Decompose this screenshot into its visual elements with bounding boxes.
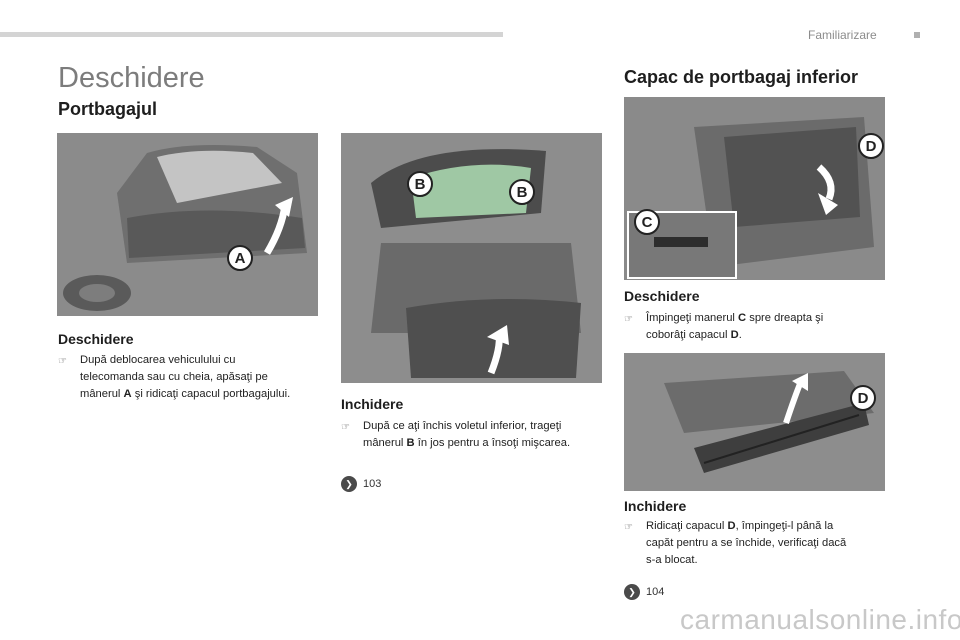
- callout-d-open: D: [858, 133, 884, 159]
- bullet-open-trunk: ☞ După deblocarea vehiculului cu telecom…: [58, 354, 291, 400]
- page-title: Deschidere: [58, 62, 205, 94]
- bullet-arrow-icon: ☞: [341, 422, 350, 433]
- photo-tailgate-handle: A: [57, 133, 318, 316]
- subheading-close-trunk: Inchidere: [341, 396, 404, 412]
- callout-c: C: [634, 209, 660, 235]
- photo-floor-close: D: [624, 353, 885, 491]
- section-marker: [914, 32, 920, 38]
- heading-portbagajul: Portbagajul: [58, 99, 158, 119]
- heading-capac-portbagaj: Capac de portbagaj inferior: [624, 67, 859, 87]
- watermark: carmanualsonline.info: [680, 604, 960, 635]
- page-link-icon: ❯: [341, 476, 357, 492]
- subheading-open-trunk: Deschidere: [58, 331, 134, 347]
- callout-a: A: [227, 245, 253, 271]
- bullet-arrow-icon: ☞: [624, 522, 633, 533]
- callout-b-left: B: [407, 171, 433, 197]
- callout-d-close: D: [850, 385, 876, 411]
- section-label: Familiarizare: [808, 28, 877, 42]
- callout-b-right: B: [509, 179, 535, 205]
- photo-floor-open: D C: [624, 97, 885, 280]
- photo-tailgate-closing: B B: [341, 133, 602, 383]
- bullet-arrow-icon: ☞: [58, 356, 67, 367]
- bullet-close-floor: ☞ Ridicaţi capacul D, împingeţi-l până l…: [624, 520, 847, 566]
- page-ref-104[interactable]: ❯ 104: [624, 584, 664, 600]
- subheading-open-floor: Deschidere: [624, 288, 700, 304]
- header-bar: [0, 32, 503, 37]
- bullet-open-floor: ☞ Împingeţi manerul C spre dreapta şi co…: [624, 312, 824, 341]
- page-ref-103[interactable]: ❯ 103: [341, 476, 381, 492]
- bullet-arrow-icon: ☞: [624, 314, 633, 325]
- bullet-close-trunk: ☞ După ce aţi închis voletul inferior, t…: [341, 420, 571, 449]
- page-link-icon: ❯: [624, 584, 640, 600]
- subheading-close-floor: Inchidere: [624, 498, 687, 514]
